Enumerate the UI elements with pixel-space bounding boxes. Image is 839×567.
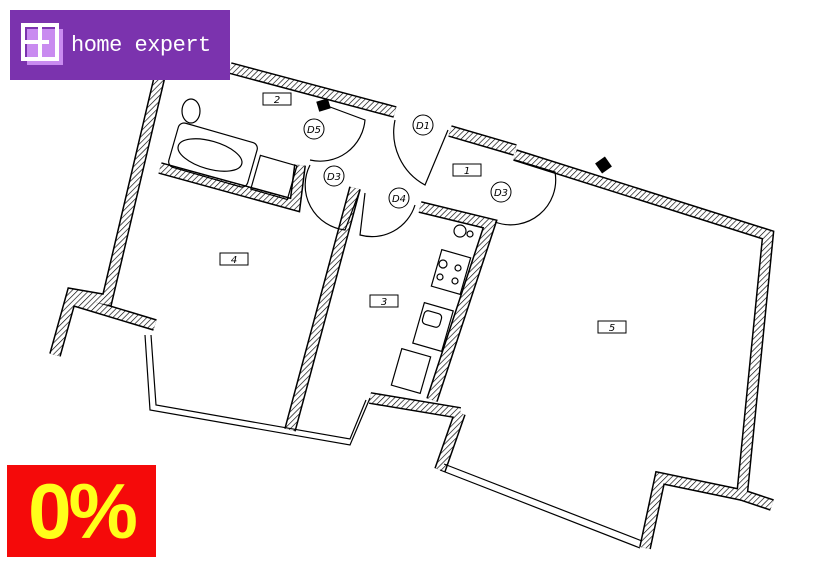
door-label-d1: D1: [412, 114, 434, 136]
door-code: D4: [392, 194, 406, 205]
door-label-d4: D4: [388, 187, 410, 209]
room-label-3: 3: [369, 294, 399, 308]
discount-badge: 0%: [7, 465, 156, 557]
room-label-4: 4: [219, 252, 249, 266]
door-code: D3: [494, 188, 508, 199]
room-number: 4: [231, 255, 237, 266]
room-labels: 1 2 3 4 5: [219, 92, 627, 334]
room-label-2: 2: [262, 92, 292, 106]
room-number: 5: [609, 323, 615, 334]
room-number: 1: [464, 166, 470, 177]
door-labels: D1 D3 D3 D4 D5: [303, 114, 512, 209]
door-swings: [304, 103, 557, 238]
discount-text: 0%: [28, 466, 138, 555]
windows: [144, 334, 643, 549]
door-label-d3-b: D3: [490, 181, 512, 203]
room-label-5: 5: [597, 320, 627, 334]
walls: [49, 62, 775, 550]
home-expert-logo: home expert: [10, 10, 230, 80]
room-label-1: 1: [452, 163, 482, 177]
fixtures: [168, 98, 474, 395]
door-code: D1: [416, 121, 430, 132]
window-logo-icon: [21, 23, 65, 67]
door-code: D5: [307, 125, 321, 136]
door-code: D3: [327, 172, 341, 183]
room-number: 2: [274, 95, 280, 106]
door-label-d3: D3: [323, 165, 345, 187]
room-number: 3: [381, 297, 387, 308]
door-label-d5: D5: [303, 118, 325, 140]
logo-text: home expert: [71, 32, 211, 58]
